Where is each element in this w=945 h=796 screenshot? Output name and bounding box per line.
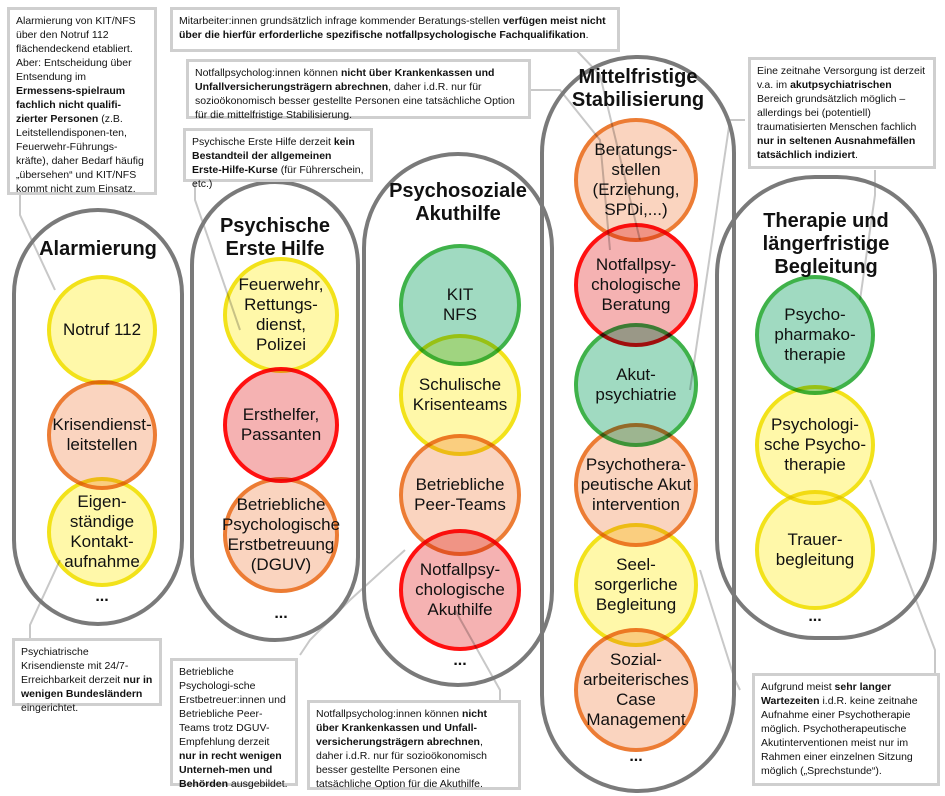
note-text: Aufgrund meist <box>761 681 835 693</box>
note-text: , daher i.d.R. nur für sozioökonomisch b… <box>195 81 515 121</box>
service-circle: Krisendienst- leitstellen <box>47 380 157 490</box>
column-title: Psychische Erste Hilfe <box>219 215 331 260</box>
service-circle: Sozial- arbeiterisches Case Management <box>574 628 698 752</box>
service-label: Feuerwehr, Rettungs- dienst, Polizei <box>238 275 324 354</box>
more-ellipsis: ... <box>808 608 822 625</box>
service-label: Betriebliche Peer-Teams <box>414 475 506 514</box>
more-ellipsis: ... <box>95 588 109 605</box>
service-label: Beratungs- stellen (Erziehung, SPDi,...) <box>592 140 680 219</box>
service-label: Trauer- begleitung <box>775 530 855 569</box>
note-emphasis: Ermessens-spielraum fachlich nicht quali… <box>16 85 126 125</box>
note-mittelfristig-abrechnung: Notfallpsycholog:innen können nicht über… <box>186 59 531 121</box>
service-label: Krisendienst- leitstellen <box>52 415 152 454</box>
note-emphasis: nur in seltenen Ausnahmefällen tatsächli… <box>757 135 916 161</box>
service-circle: Eigen- ständige Kontakt- aufnahme <box>47 477 157 587</box>
note-emphasis: sehr langer Wartezeiten <box>761 681 892 707</box>
service-circle: Notfallpsy- chologische Akuthilfe <box>399 529 521 651</box>
note-psychotherapie: Aufgrund meist sehr langer Wartezeiten i… <box>752 673 940 786</box>
note-text: Psychische Erste Hilfe derzeit <box>192 136 334 148</box>
service-label: Psychothera- peutische Akut intervention <box>580 455 692 514</box>
column-mittelfristige-stabilisierung <box>540 55 736 793</box>
column-title: Psychosoziale Akuthilfe <box>389 180 527 225</box>
service-label: Ersthelfer, Passanten <box>240 405 322 444</box>
service-label: Psychologi- sche Psycho- therapie <box>763 415 867 474</box>
note-emphasis: nur in recht wenigen Unterneh-men und Be… <box>179 750 282 790</box>
service-circle: Betriebliche Psychologische Erstbetreuun… <box>221 477 341 593</box>
note-text: Betriebliche Psychologi-sche Erstbetreue… <box>179 666 286 748</box>
service-label: Akut- psychiatrie <box>595 365 677 404</box>
note-akutpsychiatrie: Eine zeitnahe Versorgung ist derzeit v.a… <box>748 57 936 169</box>
column-title: Therapie und längerfristige Begleitung <box>762 210 890 278</box>
column-psychische-erste-hilfe <box>190 180 360 642</box>
note-krisendienste: Psychiatrische Krisendienste mit 24/7-Er… <box>12 638 162 714</box>
service-circle: Psychologi- sche Psycho- therapie <box>755 385 875 505</box>
note-text: ausgebildet. <box>228 778 288 790</box>
note-emphasis: verfügen meist nicht über die hierfür er… <box>179 15 606 41</box>
service-circle: Trauer- begleitung <box>755 490 875 610</box>
column-alarmierung <box>12 208 184 626</box>
more-ellipsis: ... <box>274 605 288 622</box>
note-text: eingerichtet. <box>21 702 79 714</box>
service-circle: Notruf 112 <box>47 275 157 385</box>
column-psychosoziale-akuthilfe <box>362 152 554 687</box>
note-text: Notfallpsycholog:innen können <box>195 67 341 79</box>
note-text: Eine zeitnahe Versorgung ist derzeit v.a… <box>757 65 926 91</box>
note-text: Mitarbeiter:innen grundsätzlich infrage … <box>179 15 503 27</box>
note-text: , daher i.d.R. nur für sozioökonomisch b… <box>316 736 487 790</box>
service-circle: Feuerwehr, Rettungs- dienst, Polizei <box>223 257 339 373</box>
note-akuthilfe-abrechnung: Notfallpsycholog:innen können nicht über… <box>307 700 521 790</box>
note-emphasis: akutpsychiatrischen <box>790 79 892 91</box>
note-text: Alarmierung von KIT/NFS über den Notruf … <box>16 15 136 83</box>
note-alarmierung: Alarmierung von KIT/NFS über den Notruf … <box>7 7 157 195</box>
service-circle: Psycho- pharmako- therapie <box>755 275 875 395</box>
service-label: Sozial- arbeiterisches Case Management <box>583 650 689 729</box>
note-emphasis: nicht über Krankenkassen und Unfall-vers… <box>316 708 488 748</box>
note-text: Bereich grundsätzlich möglich – allerdin… <box>757 93 917 133</box>
note-text: . <box>855 149 858 161</box>
note-text: (für Führerschein, etc.) <box>192 164 364 190</box>
note-text: Notfallpsycholog:innen können <box>316 708 462 720</box>
service-circle: Ersthelfer, Passanten <box>223 367 339 483</box>
note-emphasis: nicht über Krankenkassen und Unfallversi… <box>195 67 495 93</box>
note-erste-hilfe: Psychische Erste Hilfe derzeit kein Best… <box>183 128 373 190</box>
note-text: Psychiatrische Krisendienste mit 24/7-Er… <box>21 646 129 686</box>
service-circle: Akut- psychiatrie <box>574 323 698 447</box>
more-ellipsis: ... <box>629 748 643 765</box>
service-circle: Beratungs- stellen (Erziehung, SPDi,...) <box>574 118 698 242</box>
note-text: . <box>585 29 589 41</box>
service-label: Psycho- pharmako- therapie <box>774 305 856 364</box>
note-text: i.d.R. keine zeitnahe Aufnahme einer Psy… <box>761 695 918 777</box>
service-label: Eigen- ständige Kontakt- aufnahme <box>64 492 140 571</box>
service-label: Schulische Krisenteams <box>412 375 508 414</box>
note-emphasis: kein Bestandteil der allgemeinen Erste-H… <box>192 136 355 176</box>
service-label: Seel- sorgerliche Begleitung <box>594 555 678 614</box>
note-betriebliche: Betriebliche Psychologi-sche Erstbetreue… <box>170 658 298 790</box>
service-label: Notfallpsy- chologische Akuthilfe <box>415 560 505 619</box>
column-title: Alarmierung <box>39 238 157 260</box>
service-circle: Seel- sorgerliche Begleitung <box>574 523 698 647</box>
note-text: (z.B. Leitstellendisponen-ten, Feuerwehr… <box>16 113 144 195</box>
column-therapie-begleitung <box>715 175 937 640</box>
service-label: Betriebliche Psychologische Erstbetreuun… <box>221 495 341 574</box>
more-ellipsis: ... <box>453 652 467 669</box>
note-beratungsstellen: Mitarbeiter:innen grundsätzlich infrage … <box>170 7 620 52</box>
service-label: Notfallpsy- chologische Beratung <box>591 255 681 314</box>
service-label: KIT NFS <box>443 285 477 324</box>
column-title: Mittelfristige Stabilisierung <box>571 66 705 111</box>
service-label: Notruf 112 <box>62 320 142 339</box>
note-emphasis: nur in wenigen Bundesländern <box>21 674 153 700</box>
